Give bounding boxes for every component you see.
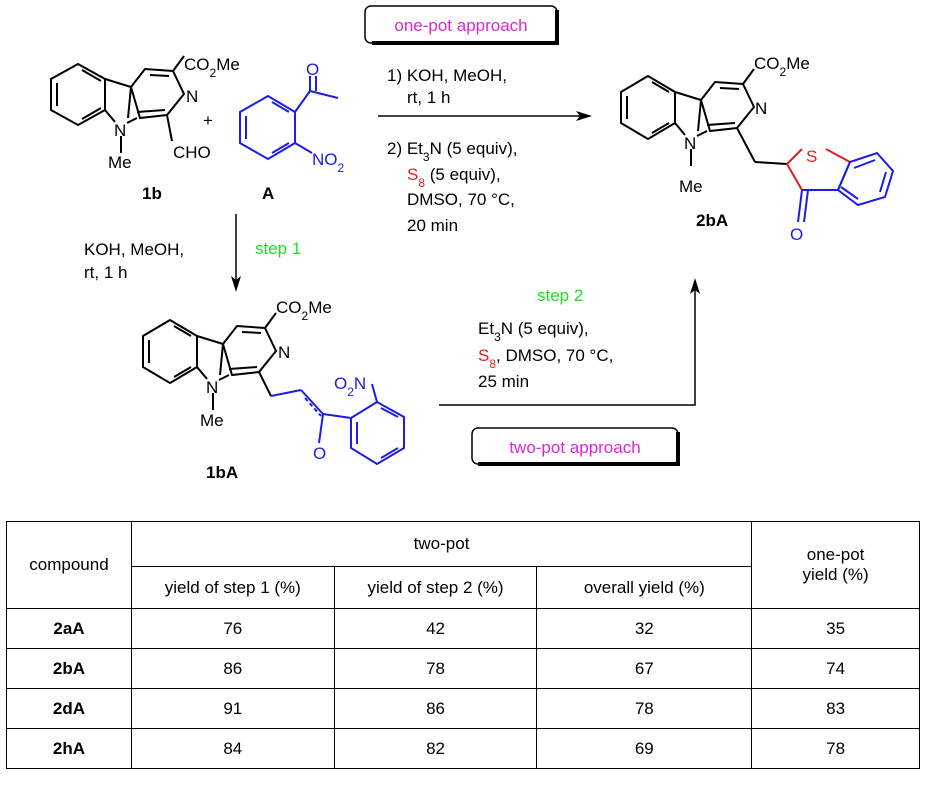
- row-step2: 78: [333, 648, 538, 689]
- row-step2: 82: [333, 728, 538, 769]
- 1bA-carbonyl-o: O: [313, 444, 326, 463]
- row-step1: 84: [130, 728, 335, 769]
- header-one-pot: one-pot yield (%): [751, 521, 920, 609]
- yield-table: compound two-pot one-pot yield (%) yield…: [6, 521, 920, 769]
- row-overall: 69: [536, 728, 753, 769]
- structure-1bA: [142, 312, 278, 410]
- row-one-pot: 78: [751, 728, 920, 769]
- one-pot-label: one-pot approach: [394, 16, 527, 35]
- row-one-pot: 74: [751, 648, 920, 689]
- 2bA-benzo: [797, 151, 895, 223]
- header-overall: overall yield (%): [536, 566, 753, 609]
- label-1bA: 1bA: [206, 463, 238, 482]
- row-compound: 2hA: [6, 728, 132, 769]
- plus-sign: +: [203, 111, 213, 130]
- one-pot-cond-1: 1) KOH, MeOH,: [387, 66, 507, 85]
- row-step2: 86: [333, 688, 538, 729]
- step1-cond-1: KOH, MeOH,: [84, 240, 184, 259]
- header-one-pot-line2: yield (%): [802, 565, 869, 584]
- 1b-indole-n: N: [114, 121, 126, 140]
- row-step1: 76: [130, 608, 335, 649]
- row-step1: 86: [130, 648, 335, 689]
- step2-cond-3: 25 min: [478, 372, 529, 391]
- header-compound: compound: [6, 521, 132, 609]
- one-pot-cond-2: rt, 1 h: [407, 88, 450, 107]
- 2bA-sulfur: S: [806, 147, 817, 166]
- A-carbonyl-o: O: [306, 60, 319, 79]
- header-step2: yield of step 2 (%): [333, 566, 538, 609]
- step2-cond-2: S8, DMSO, 70 °C,: [478, 346, 613, 371]
- 1bA-nitro: O2N: [334, 374, 366, 399]
- header-step1: yield of step 1 (%): [130, 566, 335, 609]
- step2-label: step 2: [537, 286, 583, 305]
- row-overall: 78: [536, 688, 753, 729]
- table-row: 2dA 91 86 78 83: [6, 688, 920, 729]
- 1bA-methyl: Me: [200, 411, 224, 430]
- header-two-pot: two-pot: [130, 521, 753, 567]
- 2bA-indole-n: N: [684, 134, 696, 153]
- 1bA-ester: CO2Me: [276, 298, 332, 323]
- row-compound: 2dA: [6, 688, 132, 729]
- A-nitro: NO2: [312, 150, 345, 175]
- header-one-pot-line1: one-pot: [806, 545, 865, 564]
- row-one-pot: 35: [751, 608, 920, 649]
- one-pot-cond-3: 2) Et3N (5 equiv),: [387, 139, 517, 164]
- row-step2: 42: [333, 608, 538, 649]
- row-one-pot: 83: [751, 688, 920, 729]
- label-A: A: [262, 184, 274, 203]
- row-overall: 32: [536, 608, 753, 649]
- reaction-scheme: CO2Me N N Me CHO 1b + O NO2 A one-pot ap…: [50, 5, 895, 482]
- 2bA-carbonyl-o: O: [790, 225, 803, 244]
- 2bA-methyl: Me: [679, 177, 703, 196]
- structure-A: [239, 76, 339, 161]
- 1b-ester: CO2Me: [184, 55, 240, 80]
- one-pot-cond-6: 20 min: [407, 216, 458, 235]
- 1b-methyl: Me: [108, 153, 132, 172]
- table-row: 2bA 86 78 67 74: [6, 648, 920, 689]
- 1b-ring-n: N: [186, 87, 198, 106]
- step1-label: step 1: [255, 239, 301, 258]
- structure-1b: [50, 55, 186, 153]
- 2bA-thiophenone: [786, 148, 851, 191]
- row-compound: 2bA: [6, 648, 132, 689]
- 1bA-ring-n: N: [278, 343, 290, 362]
- label-2bA: 2bA: [696, 211, 728, 230]
- two-pot-label: two-pot approach: [509, 438, 640, 457]
- one-pot-cond-4: S8 (5 equiv),: [407, 165, 501, 190]
- 2bA-ester: CO2Me: [754, 54, 810, 79]
- step2-cond-1: Et3N (5 equiv),: [478, 319, 589, 344]
- 1bA-enone: [270, 383, 405, 466]
- 2bA-ring-n: N: [755, 99, 767, 118]
- 1bA-indole-n: N: [206, 378, 218, 397]
- row-compound: 2aA: [6, 608, 132, 649]
- step1-cond-2: rt, 1 h: [84, 263, 127, 282]
- structure-2bA: [620, 68, 788, 166]
- table-row: 2hA 84 82 69 78: [6, 728, 920, 769]
- label-1b: 1b: [142, 184, 162, 203]
- row-step1: 91: [130, 688, 335, 729]
- one-pot-cond-5: DMSO, 70 °C,: [407, 190, 515, 209]
- step2-arrow: [439, 290, 696, 406]
- 1b-aldehyde: CHO: [173, 143, 211, 162]
- table-row: 2aA 76 42 32 35: [6, 608, 920, 649]
- row-overall: 67: [536, 648, 753, 689]
